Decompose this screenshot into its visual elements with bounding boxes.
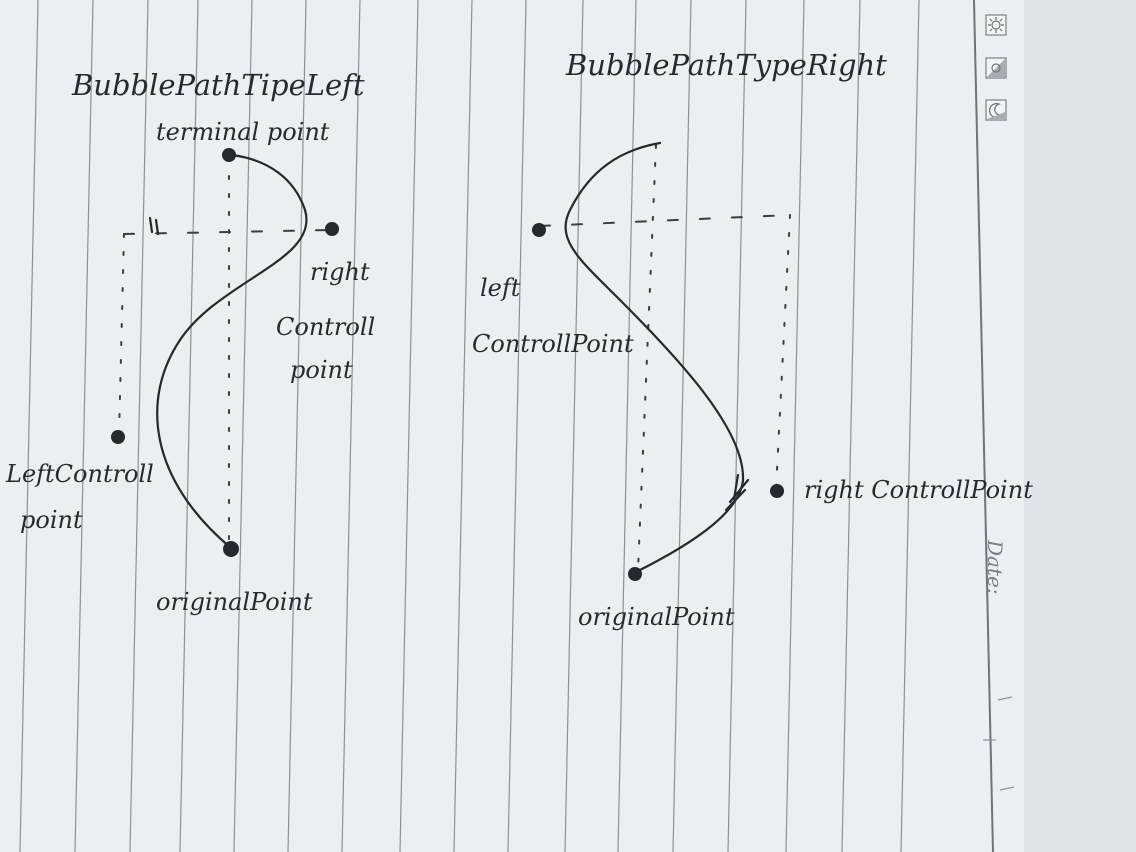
date-tick — [999, 786, 1015, 791]
margin-icons — [985, 14, 1007, 121]
ruled-line — [617, 0, 637, 852]
terminal-point-label: terminal point — [156, 118, 330, 146]
left-control-point-dot — [532, 223, 546, 237]
ruled-line — [507, 0, 527, 852]
terminal-point-dot — [222, 148, 236, 162]
original-point-label: originalPoint — [156, 588, 313, 616]
right-control-label-2: Controll — [276, 313, 375, 341]
left-control-label-1: left — [480, 274, 521, 302]
right-control-point-dot — [325, 222, 339, 236]
right-control-point-dot — [770, 484, 784, 498]
ruled-line — [129, 0, 149, 852]
ruled-line — [287, 0, 307, 852]
ruled-line — [672, 0, 692, 852]
original-point-dot — [223, 541, 239, 557]
margin-line — [973, 0, 994, 852]
right-diagram: BubblePathTypeRight left ControllPoint r… — [472, 48, 1033, 631]
right-control-label: right ControllPoint — [804, 476, 1033, 504]
left-control-label-2: point — [20, 506, 83, 534]
original-point-dot — [628, 567, 642, 581]
half-shade-icon — [985, 57, 1007, 79]
ruled-line — [399, 0, 419, 852]
left-diagram: BubblePathTipeLeft terminal point right … — [5, 68, 375, 616]
right-diagram-title: BubblePathTypeRight — [565, 48, 887, 82]
date-label: Date: — [983, 539, 1007, 595]
ruled-line — [453, 0, 473, 852]
left-control-point-dot — [111, 430, 125, 444]
ruled-line — [19, 0, 39, 852]
ruled-line — [841, 0, 861, 852]
ruled-line — [727, 0, 747, 852]
paper-shadow — [1024, 0, 1136, 852]
sun-icon — [985, 14, 1007, 36]
original-point-label: originalPoint — [578, 603, 735, 631]
bezier-curve-left — [156, 153, 308, 550]
right-control-label-1: right — [310, 258, 370, 286]
dashed-guide-horizontal — [539, 214, 791, 227]
ruled-line — [74, 0, 94, 852]
ruled-lines — [19, 0, 920, 852]
curve-scribble — [724, 473, 750, 512]
tick-marks — [148, 216, 160, 236]
left-control-label-2: ControllPoint — [472, 330, 634, 358]
moon-icon — [985, 99, 1007, 121]
left-control-label-1: LeftControll — [5, 460, 154, 488]
ruled-line — [564, 0, 584, 852]
ruled-line — [341, 0, 361, 852]
bezier-curve-right — [564, 141, 745, 574]
ruled-line — [179, 0, 199, 852]
ruled-line — [233, 0, 253, 852]
ruled-line — [785, 0, 805, 852]
date-tick — [997, 696, 1013, 701]
right-control-label-3: point — [290, 356, 353, 384]
ruled-line — [900, 0, 920, 852]
left-diagram-title: BubblePathTipeLeft — [71, 68, 365, 102]
